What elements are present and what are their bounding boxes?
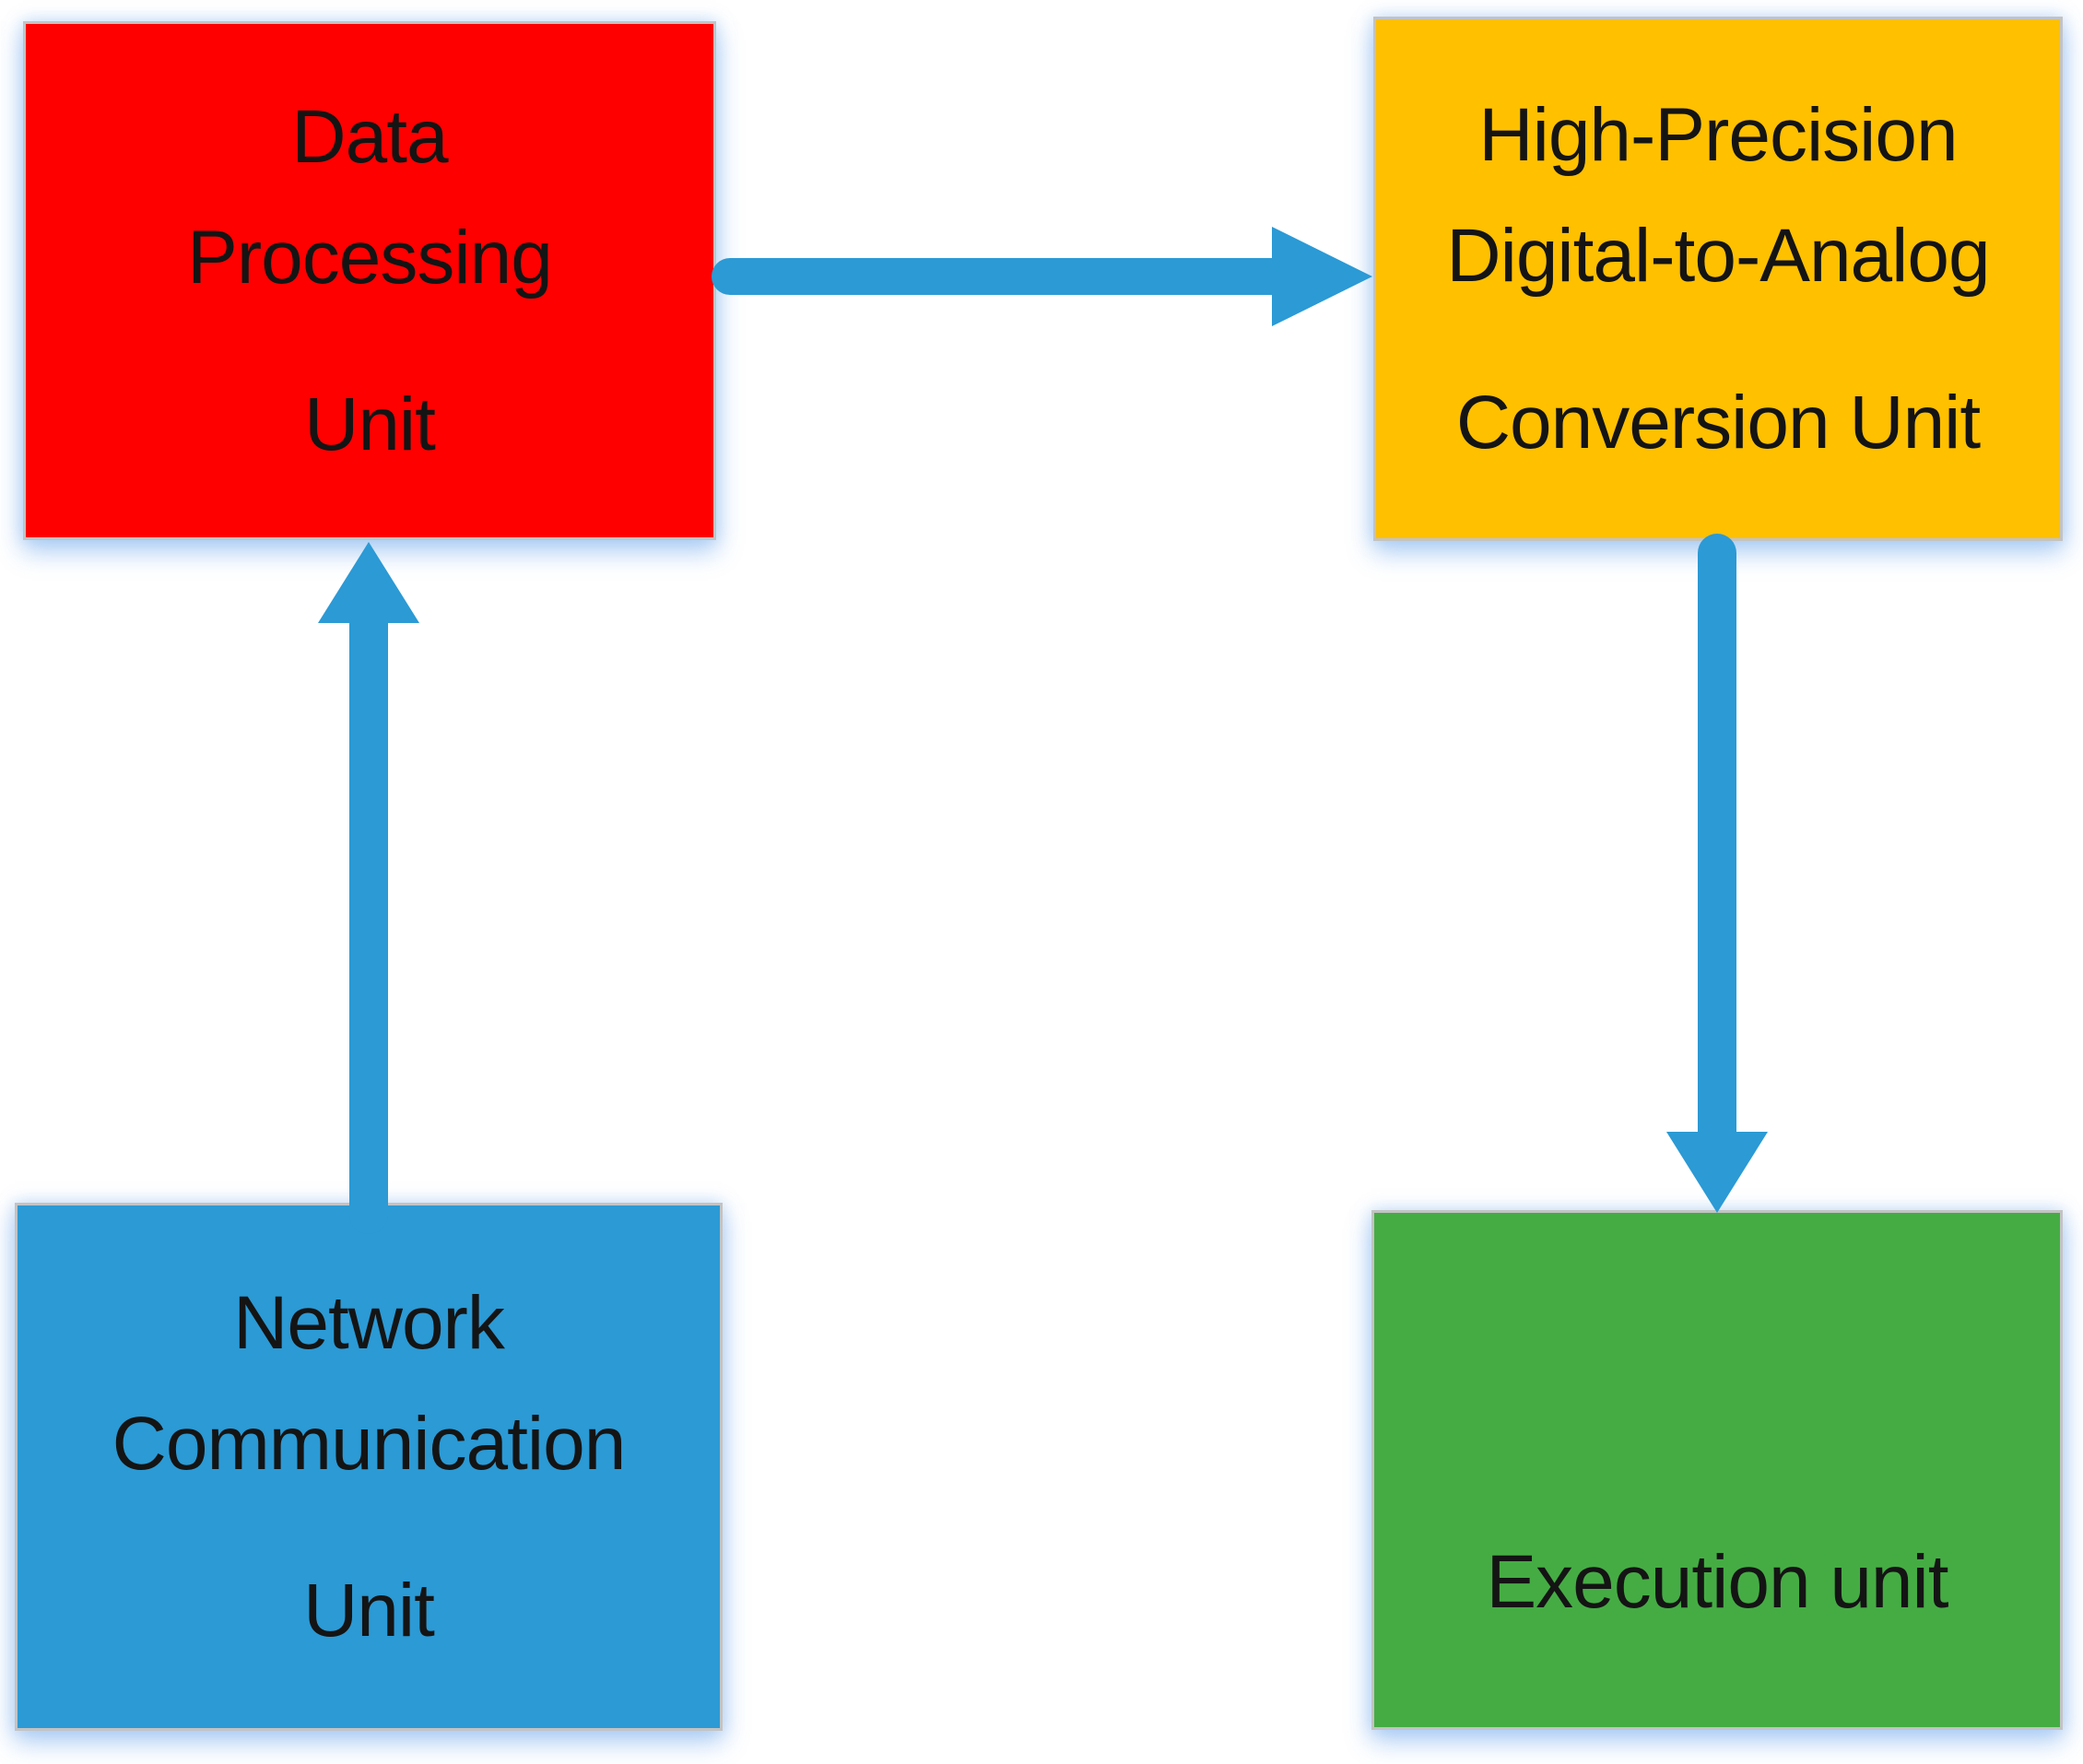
arrowhead-right-icon	[1272, 227, 1372, 326]
node-label-line: Unit	[303, 1569, 435, 1653]
node-label-line: Digital-to-Analog	[1446, 213, 1990, 298]
node-data-processing-unit: Data Processing Unit	[23, 21, 716, 540]
node-label-line: Data	[291, 94, 448, 179]
node-label-line: Execution unit	[1486, 1539, 1948, 1624]
node-label: High-Precision Digital-to-Analog	[1446, 75, 1990, 316]
node-label: Network Communication	[112, 1263, 627, 1504]
arrow-data-processing-to-dac	[712, 227, 1372, 326]
node-label-line: High-Precision	[1478, 92, 1958, 177]
arrow-dac-to-execution	[1666, 534, 1768, 1213]
arrow-network-to-data-processing	[318, 542, 419, 1234]
node-label-line: Communication	[112, 1401, 627, 1486]
node-network-communication-unit: Network Communication Unit	[15, 1203, 723, 1731]
arrowhead-up-icon	[318, 542, 419, 623]
node-label: Data Processing	[187, 76, 553, 318]
node-execution-unit: Execution unit	[1371, 1210, 2063, 1730]
node-label-line: Conversion Unit	[1455, 381, 1981, 465]
node-label-line: Unit	[304, 382, 436, 467]
node-high-precision-dac-conversion-unit: High-Precision Digital-to-Analog Convers…	[1373, 17, 2063, 541]
arrowhead-down-icon	[1666, 1132, 1768, 1213]
node-label-line: Processing	[187, 215, 553, 300]
node-label-line: Network	[233, 1280, 505, 1365]
